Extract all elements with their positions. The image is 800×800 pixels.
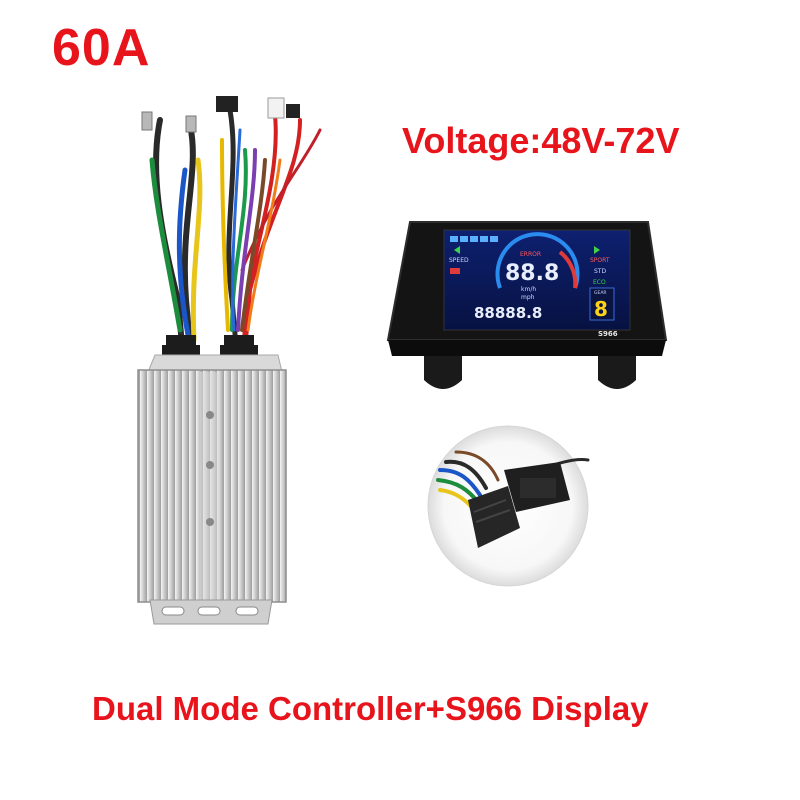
speed-readout: 88.8	[505, 261, 559, 286]
controller-unit	[137, 96, 322, 625]
mph-unit: mph	[521, 294, 535, 301]
voltage-spec-label: Voltage:48V-72V	[402, 120, 680, 161]
connector-plug	[216, 96, 238, 112]
gear-readout: 8	[594, 297, 608, 321]
gear-label: GEAR	[594, 290, 607, 296]
male-connector	[468, 486, 520, 548]
model-label: S966	[598, 330, 618, 338]
std-mode-label: STD	[594, 268, 606, 275]
current-rating-label: 60A	[52, 19, 151, 77]
connector-plug	[267, 97, 285, 119]
kmh-unit: km/h	[521, 286, 536, 293]
connector-inset	[427, 425, 590, 587]
error-indicator: ERROR	[520, 251, 541, 258]
product-caption: Dual Mode Controller+S966 Display	[92, 690, 649, 727]
display-mount-right	[598, 352, 636, 389]
controller-wires	[149, 107, 322, 348]
terminal-lug	[141, 111, 153, 131]
terminal-lug	[185, 115, 197, 133]
speed-label: SPEED	[449, 257, 469, 264]
odometer-readout: 88888.8	[474, 304, 542, 322]
s966-display: ERROR 88.8 km/h mph SPEED SPORT STD ECO …	[386, 221, 668, 389]
eco-mode-label: ECO	[593, 279, 606, 286]
sport-mode-label: SPORT	[590, 257, 610, 264]
display-mount-left	[424, 352, 462, 389]
connector-plug	[286, 104, 300, 118]
